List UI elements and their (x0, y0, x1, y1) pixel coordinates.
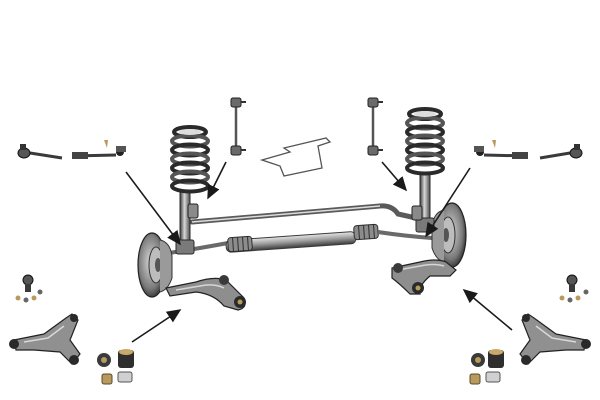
steering-rack (161, 223, 433, 256)
brake-disc-right (431, 202, 467, 268)
bushing-set-right (469, 349, 504, 385)
tie-rod-end-right (539, 144, 583, 160)
bushing-set-left (97, 349, 134, 385)
rack-boot-left (227, 235, 253, 253)
stabilizer-bracket-left (187, 203, 199, 219)
direction-arrow-icon (259, 137, 332, 177)
pointer-arrow-icon (131, 309, 182, 343)
stabilizer-link-right (367, 97, 383, 156)
rack-boot-right (353, 223, 379, 241)
lower-control-arm-right (391, 259, 457, 295)
pointer-arrow-icon (425, 167, 471, 238)
loose-control-arm-right (519, 313, 591, 365)
stabilizer-bar (189, 203, 419, 225)
lower-control-arm-left (165, 275, 246, 311)
strut-right (415, 171, 435, 233)
brake-disc-left (137, 232, 173, 298)
pointer-arrow-icon (381, 161, 408, 192)
stabilizer-link-left (230, 97, 246, 156)
castle-nut-left (104, 140, 108, 148)
stabilizer-bracket-right (411, 205, 423, 221)
front-axle-assembly (137, 107, 467, 311)
pointer-arrow-icon (125, 171, 181, 246)
inner-tie-rod-right (474, 140, 529, 159)
pointer-arrow-icon (462, 288, 513, 331)
ball-joint-left (15, 274, 43, 303)
castle-nut-right (492, 140, 496, 148)
pointer-arrows (125, 161, 513, 343)
coil-spring-left (170, 125, 210, 194)
tie-rod-end-left (17, 144, 63, 160)
coil-spring-right (405, 107, 445, 176)
ball-joint-right (559, 274, 589, 303)
loose-control-arm-left (9, 313, 81, 365)
inner-tie-rod-left (71, 140, 126, 159)
pointer-arrow-icon (207, 161, 227, 200)
